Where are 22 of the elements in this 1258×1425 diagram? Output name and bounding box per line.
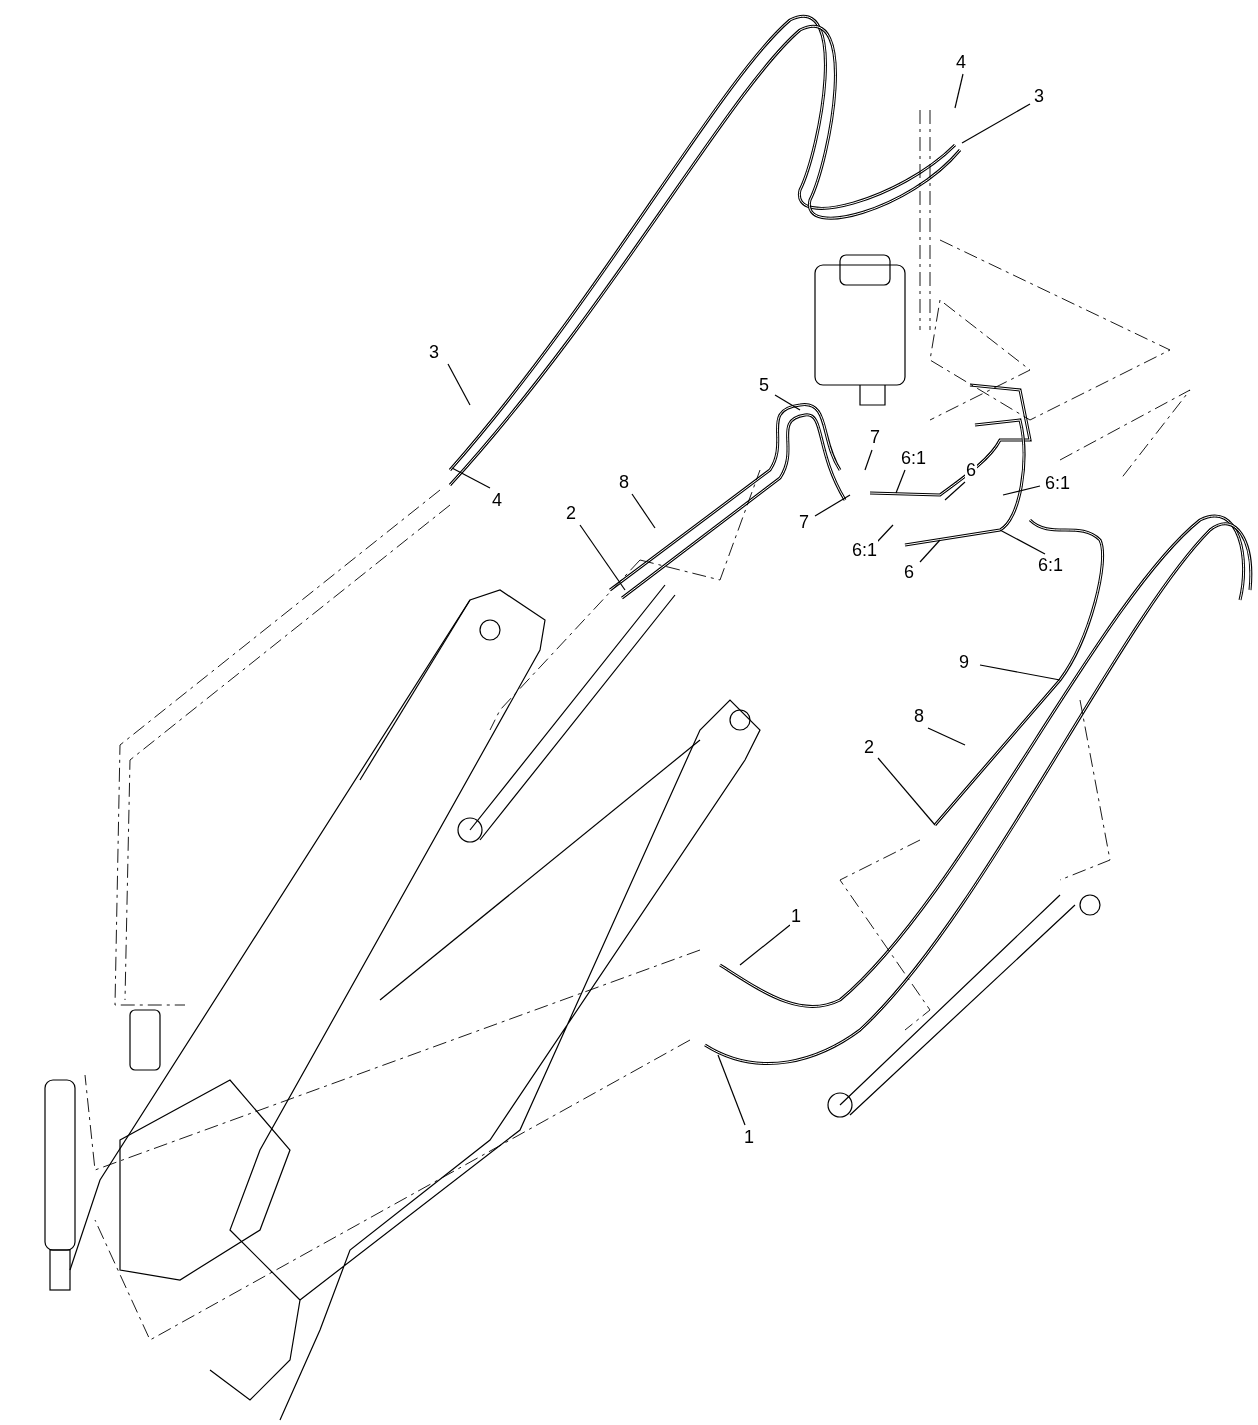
callout-number: 6 xyxy=(965,460,977,480)
leader-line xyxy=(579,524,626,591)
leader-line xyxy=(814,494,851,517)
leader-line xyxy=(919,539,941,563)
leader-line xyxy=(954,73,964,109)
leader-line xyxy=(961,103,1031,144)
leader-line xyxy=(864,449,873,471)
leader-line xyxy=(631,493,656,529)
leader-line xyxy=(774,394,801,411)
leader-line xyxy=(451,467,491,489)
leader-line xyxy=(717,1054,746,1126)
leader-line xyxy=(927,727,966,746)
leader-line xyxy=(1002,485,1041,496)
leader-line xyxy=(979,664,1061,681)
leader-line xyxy=(944,481,966,501)
leader-line xyxy=(447,363,471,406)
leader-line xyxy=(877,757,936,826)
leader-line xyxy=(739,924,791,966)
leader-line xyxy=(999,529,1046,555)
callout-number: 1 xyxy=(790,906,802,926)
leader-line xyxy=(895,469,906,494)
leader-line xyxy=(876,524,894,543)
